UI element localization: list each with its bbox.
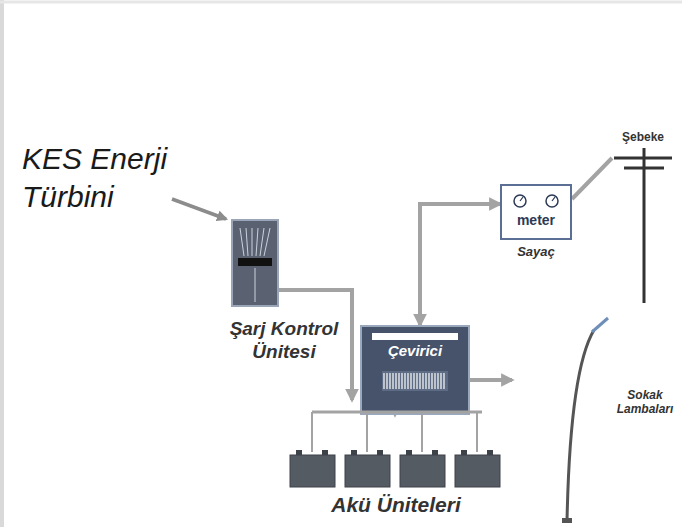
label-text: Çevirici: [362, 342, 468, 360]
frame-line: [0, 0, 4, 527]
crossbar: [614, 157, 672, 160]
free-label: KES Enerji Türbini: [22, 140, 200, 215]
vent-line: [404, 373, 405, 389]
battery-terminal: [351, 450, 357, 455]
label-text: Şebeke: [612, 130, 674, 144]
fan-line: [260, 228, 264, 256]
meter: meterSayaç: [500, 184, 572, 264]
display-strip: [372, 333, 458, 340]
vent-line: [422, 373, 423, 389]
lamp-head: [592, 318, 608, 332]
vent-line: [431, 373, 432, 389]
vent-line: [413, 373, 414, 389]
utility-pole: [612, 128, 674, 303]
battery-terminal: [487, 450, 493, 455]
fan-line: [256, 228, 258, 256]
vent-line: [383, 373, 384, 389]
display-bar: [238, 258, 272, 266]
vent-panel: [382, 371, 448, 391]
vent-line: [440, 373, 441, 389]
battery-terminal: [296, 450, 302, 455]
battery-terminal: [377, 450, 383, 455]
battery-wire: [311, 412, 313, 452]
grid-pole: Şebeke: [612, 128, 674, 303]
vent-line: [419, 373, 420, 389]
label-text: Akü Üniteleri: [285, 492, 507, 517]
battery-terminal: [432, 450, 438, 455]
battery-wire: [366, 412, 368, 452]
charge-controller: Şarj Kontrol Ünitesi: [222, 218, 346, 378]
vent-line: [407, 373, 408, 389]
vent-line: [401, 373, 402, 389]
vent-line: [389, 373, 390, 389]
battery: [455, 455, 500, 487]
dial-hand: [520, 197, 523, 201]
inverter-panel: [362, 327, 468, 413]
leader-arrow: [172, 199, 226, 219]
vent-line: [437, 373, 438, 389]
panel-line: [255, 268, 256, 302]
vent-line: [434, 373, 435, 389]
battery-wire: [421, 412, 423, 452]
lamp-pole: [567, 330, 594, 522]
fan-line: [252, 228, 253, 256]
battery-wire: [476, 412, 478, 452]
lamp-base: [562, 518, 572, 523]
label-text: Sayaç: [500, 244, 572, 260]
battery-terminal: [461, 450, 467, 455]
vent-line: [395, 373, 396, 389]
battery-bank: Akü Üniteleri: [285, 400, 507, 525]
controller-box: [232, 220, 278, 306]
vent-line: [443, 373, 444, 389]
inverter-box: Çevirici: [360, 325, 470, 415]
fan-line: [246, 228, 248, 256]
frame-line: [0, 1, 682, 4]
connector: [470, 378, 512, 382]
battery: [290, 455, 335, 487]
vent-line: [428, 373, 429, 389]
fan-line: [240, 228, 244, 256]
battery: [345, 455, 390, 487]
vent-line: [416, 373, 417, 389]
vent-line: [392, 373, 393, 389]
dial-hand: [552, 197, 555, 201]
label-text: Sokak Lambaları: [612, 388, 678, 417]
crossbar: [624, 167, 664, 170]
vent-line: [425, 373, 426, 389]
label-text: meter: [500, 212, 572, 229]
fan-line: [264, 228, 270, 256]
battery-terminal: [406, 450, 412, 455]
battery: [400, 455, 445, 487]
bus-line: [312, 411, 482, 414]
meter-dial: [514, 195, 526, 207]
meter-dial: [546, 195, 558, 207]
label-text: Şarj Kontrol Ünitesi: [222, 318, 346, 364]
vent-line: [410, 373, 411, 389]
street-lamp: Sokak Lambaları: [512, 300, 680, 525]
vent-line: [386, 373, 387, 389]
battery-terminal: [322, 450, 328, 455]
connector: [420, 204, 500, 325]
connector: [572, 158, 612, 199]
vent-line: [398, 373, 399, 389]
pole: [643, 148, 646, 303]
